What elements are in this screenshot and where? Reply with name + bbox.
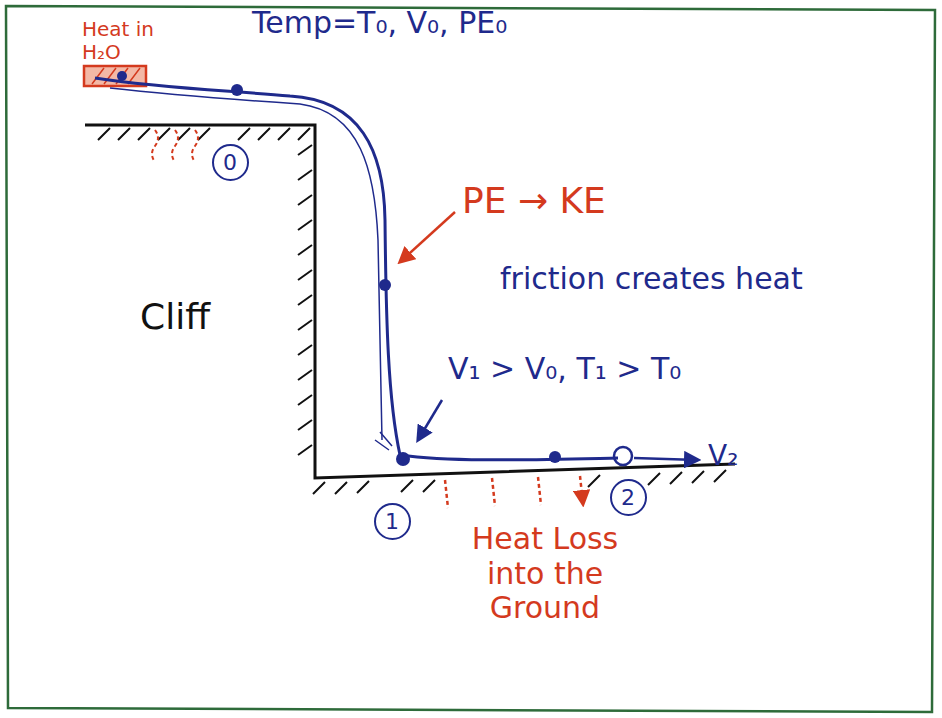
ledge-hatching bbox=[98, 128, 310, 140]
cliff-label: Cliff bbox=[140, 296, 210, 337]
water-drop bbox=[549, 451, 561, 463]
velocity-label: V₂ bbox=[708, 440, 738, 472]
velocity-arrow bbox=[634, 458, 698, 460]
wall-hatching bbox=[298, 145, 312, 455]
water-drop bbox=[117, 71, 127, 81]
callout-circle: 2 bbox=[610, 479, 647, 516]
water-stream-edge bbox=[110, 88, 382, 440]
state-label: V₁ > V₀, T₁ > T₀ bbox=[448, 352, 681, 387]
heat-waves bbox=[152, 130, 198, 162]
water-drop bbox=[231, 84, 243, 96]
water-drop bbox=[614, 447, 632, 465]
callout-circle: 1 bbox=[374, 503, 411, 540]
callout-number: 0 bbox=[223, 150, 237, 175]
heat-label: Heat in H₂O bbox=[82, 18, 162, 64]
cliff-outline bbox=[85, 125, 735, 478]
friction-note: friction creates heat bbox=[500, 262, 803, 297]
callout-number: 1 bbox=[385, 509, 399, 534]
water-drop bbox=[379, 279, 391, 291]
water-drop bbox=[396, 452, 410, 466]
state-label: Temp=T₀, V₀, PE₀ bbox=[252, 6, 507, 41]
frame bbox=[6, 6, 935, 712]
callout-number: 2 bbox=[621, 485, 635, 510]
pointer-arrow bbox=[400, 212, 455, 262]
pointer-arrow bbox=[418, 400, 442, 440]
callout-circle: 0 bbox=[212, 144, 249, 181]
splash bbox=[375, 432, 392, 450]
heat-loss-label: Heat Loss into the Ground bbox=[440, 522, 650, 626]
energy-label: PE → KE bbox=[462, 180, 606, 221]
ground-hatching bbox=[313, 470, 726, 494]
heat-loss-arrows bbox=[445, 476, 583, 508]
